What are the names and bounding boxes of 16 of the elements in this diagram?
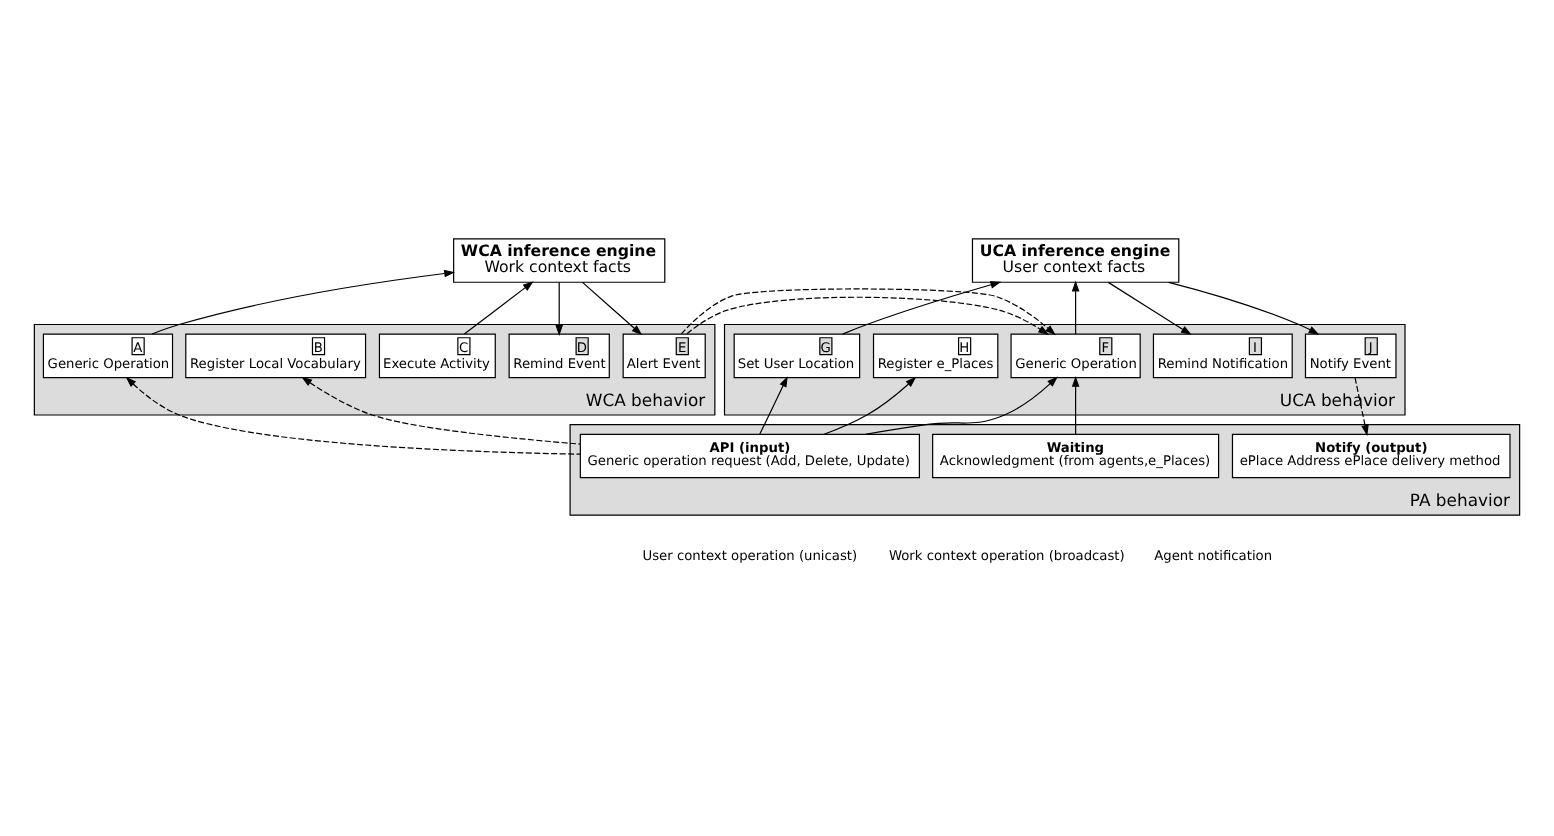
arrow xyxy=(1107,281,1192,336)
arrow xyxy=(301,376,581,445)
arrow xyxy=(463,281,534,335)
arrow xyxy=(823,376,917,435)
arrow xyxy=(151,269,456,335)
arrow xyxy=(581,281,643,336)
arrow xyxy=(680,288,1056,336)
arrow xyxy=(125,376,581,455)
arrow xyxy=(1354,377,1369,436)
arrow xyxy=(555,281,564,336)
arrow xyxy=(1071,280,1080,335)
arrow xyxy=(864,376,1058,435)
arrow xyxy=(759,376,788,435)
arrow xyxy=(1168,281,1320,335)
arrow xyxy=(1071,375,1080,435)
arrow xyxy=(841,281,1002,335)
